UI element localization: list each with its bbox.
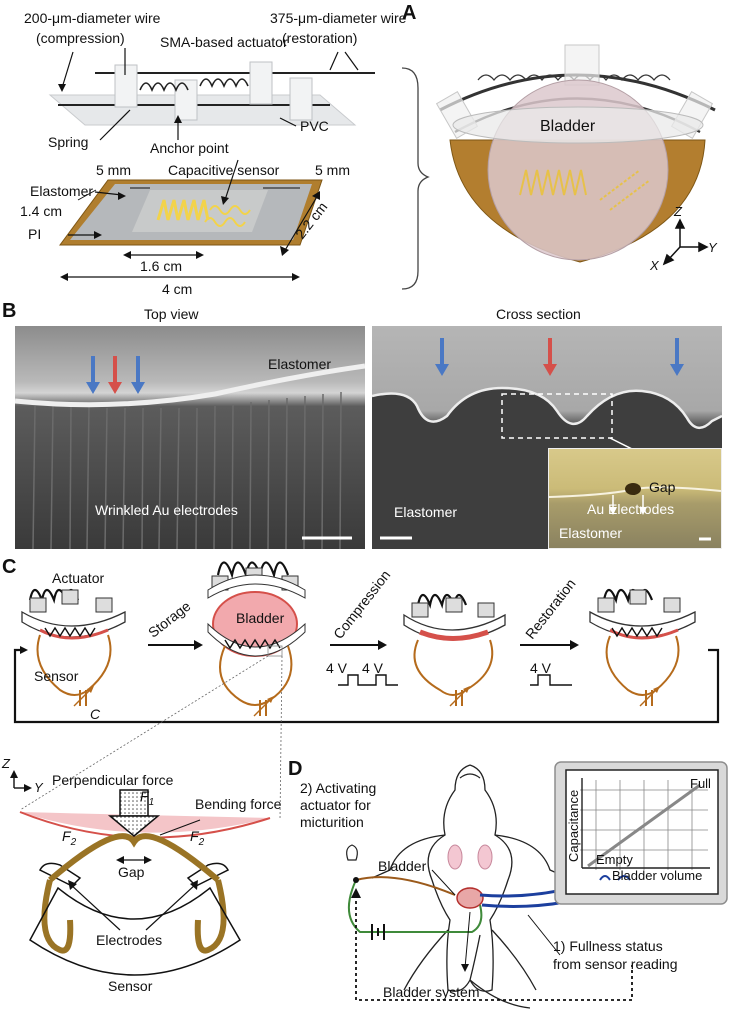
label-top-view: Top view (144, 306, 199, 322)
label-wire-375: 375-μm-diameter wire (270, 10, 407, 26)
label-au-electrodes: Au Electrodes (587, 501, 675, 517)
panel-label-a: A (402, 2, 417, 24)
pulse-restoration (530, 674, 572, 686)
label-cross-section: Cross section (496, 306, 581, 322)
anchor-block-1 (114, 64, 138, 108)
label-anchor-point: Anchor point (150, 140, 229, 156)
axis-z-a: Z (674, 204, 682, 219)
axis-z-c: Z (2, 756, 10, 771)
label-5mm-left: 5 mm (96, 162, 131, 178)
label-activating-1: 2) Activating (300, 780, 377, 796)
label-1-4cm: 1.4 cm (20, 203, 63, 219)
panel-label-d: D (288, 758, 303, 780)
axis-x-a: X (650, 258, 659, 273)
label-pvc: PVC (300, 118, 329, 134)
label-capacitance-c: C (90, 706, 101, 722)
label-voltage-2: 4 V (362, 660, 384, 676)
capacitive-electrodes (156, 199, 251, 227)
rat-outline (371, 764, 569, 1009)
device-render (435, 44, 716, 263)
label-voltage-3: 4 V (530, 660, 552, 676)
label-pi: PI (28, 226, 42, 242)
sma-spring-2 (199, 78, 249, 89)
label-bending-force: Bending force (195, 796, 282, 812)
stage-1 (21, 588, 126, 707)
xyz-axes (662, 218, 709, 266)
sma-spring-1 (139, 82, 189, 93)
label-gap-c: Gap (118, 864, 145, 880)
label-voltage-1: 4 V (326, 660, 348, 676)
label-fullness-2: from sensor reading (553, 956, 678, 972)
label-electrodes: Electrodes (96, 932, 163, 948)
anchor-block-4 (289, 77, 313, 121)
label-gap-inset: Gap (649, 479, 676, 495)
chart-xlabel: Bladder volume (612, 868, 703, 883)
label-perpendicular-force: Perpendicular force (52, 772, 174, 788)
label-elastomer-inset: Elastomer (559, 525, 623, 541)
axis-y-c: Y (34, 780, 43, 795)
label-elastomer-top: Elastomer (268, 356, 332, 372)
label-sensor-c: Sensor (34, 668, 79, 684)
feedback-loop (13, 648, 720, 724)
stage-2 (207, 561, 306, 717)
chart-label-full: Full (690, 776, 711, 791)
label-activating-3: micturition (300, 814, 364, 830)
bracket (401, 67, 430, 290)
hand-icon (346, 844, 358, 861)
label-actuator-c: Actuator (52, 570, 105, 586)
label-4cm: 4 cm (162, 281, 193, 297)
label-f2-right: F2 (190, 828, 205, 848)
label-sma-actuator: SMA-based actuator (160, 34, 288, 50)
label-1-6cm: 1.6 cm (140, 258, 183, 274)
anchor-block-2 (174, 79, 198, 121)
sem-top-view: Elastomer Wrinkled Au electrodes (15, 326, 365, 549)
label-bladder-a: Bladder (540, 118, 596, 135)
chart-grid (580, 780, 708, 870)
stage-3 (403, 593, 506, 707)
panel-label-c: C (2, 556, 17, 578)
label-restoration: (restoration) (282, 30, 358, 46)
chart-ylabel: Capacitance (566, 789, 581, 862)
label-sensor-bottom: Sensor (108, 978, 153, 994)
label-compression: (compression) (36, 30, 125, 46)
label-f2-left: F2 (62, 828, 77, 848)
label-activating-2: actuator for (300, 797, 371, 813)
panel-label-b: B (2, 300, 17, 322)
label-f1: F1 (140, 788, 155, 808)
anchor-block-3 (249, 61, 273, 105)
label-wire-200: 200-μm-diameter wire (24, 10, 161, 26)
sem-arrows-top (86, 356, 145, 394)
label-5mm-right: 5 mm (315, 162, 350, 178)
label-fullness-1: 1) Fullness status (553, 938, 663, 954)
label-elastomer: Elastomer (30, 183, 94, 199)
chart-trend-line (587, 783, 701, 868)
zoom-box (501, 393, 613, 439)
axis-y-a: Y (708, 240, 717, 255)
label-elastomer-bottom: Elastomer (394, 504, 458, 520)
label-capacitive-sensor: Capacitive sensor (168, 162, 280, 178)
sem-cross-section: Elastomer Gap Au Electrodes Elastomer (372, 326, 722, 549)
optical-inset: Gap Au Electrodes Elastomer (548, 448, 722, 549)
label-bladder-c: Bladder (236, 610, 285, 626)
pulse-compression (338, 674, 398, 686)
label-spring: Spring (48, 134, 89, 150)
label-bladder-d: Bladder (378, 858, 427, 874)
chart-label-empty: Empty (596, 852, 633, 867)
zoom-detail (19, 789, 271, 976)
stage-4 (589, 588, 696, 707)
label-bladder-system: Bladder system (383, 984, 480, 1000)
label-wrinkled-electrodes: Wrinkled Au electrodes (95, 502, 238, 518)
